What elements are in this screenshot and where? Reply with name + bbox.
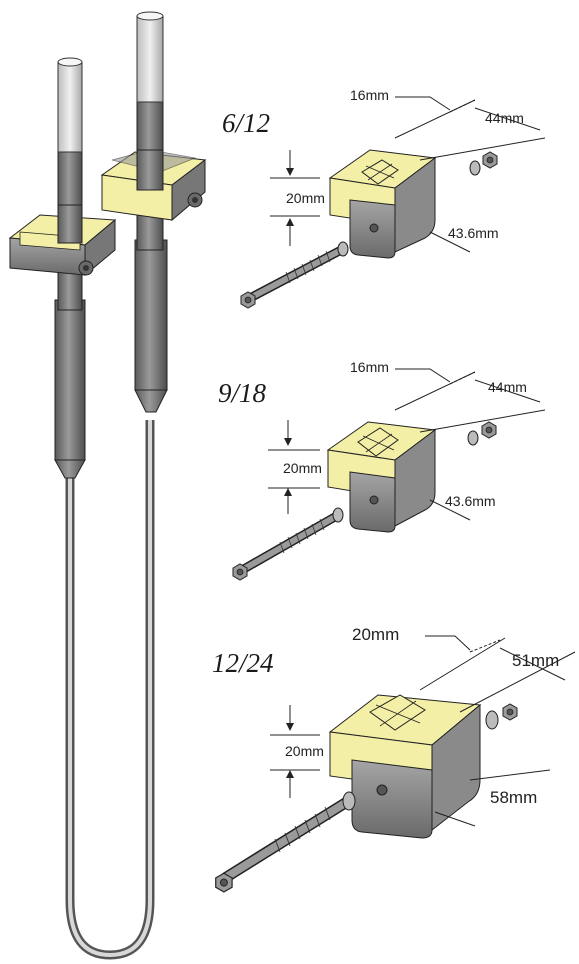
dim-width: 16mm bbox=[350, 87, 389, 103]
clamp-title: 6/12 bbox=[222, 108, 270, 138]
clamp-detail-9-18: 9/18 20mm 16mm 44mm 43. bbox=[218, 359, 546, 581]
dim-width: 20mm bbox=[352, 625, 399, 644]
dim-height: 20mm bbox=[285, 743, 324, 759]
dim-depth: 43.6mm bbox=[448, 225, 499, 241]
dim-height: 20mm bbox=[286, 190, 325, 206]
wire-loop bbox=[65, 420, 155, 960]
dim-height: 20mm bbox=[283, 460, 322, 476]
mounted-clamp-left bbox=[8, 204, 117, 277]
clamp-detail-6-12: 6/12 20mm 16mm 44 bbox=[222, 87, 546, 309]
dim-length: 44mm bbox=[488, 379, 527, 395]
dim-width: 16mm bbox=[350, 359, 389, 375]
dim-depth: 43.6mm bbox=[445, 493, 496, 509]
probe-left bbox=[54, 57, 86, 479]
dim-depth: 58mm bbox=[490, 788, 537, 807]
clamp-detail-12-24: 12/24 20mm 20mm 51mm 58mm bbox=[212, 625, 576, 893]
dim-length: 51mm bbox=[512, 651, 559, 670]
mounted-clamp-right bbox=[100, 149, 207, 222]
clamp-title: 9/18 bbox=[218, 378, 267, 408]
clamp-title: 12/24 bbox=[212, 648, 274, 678]
probe-assembly bbox=[8, 11, 207, 960]
